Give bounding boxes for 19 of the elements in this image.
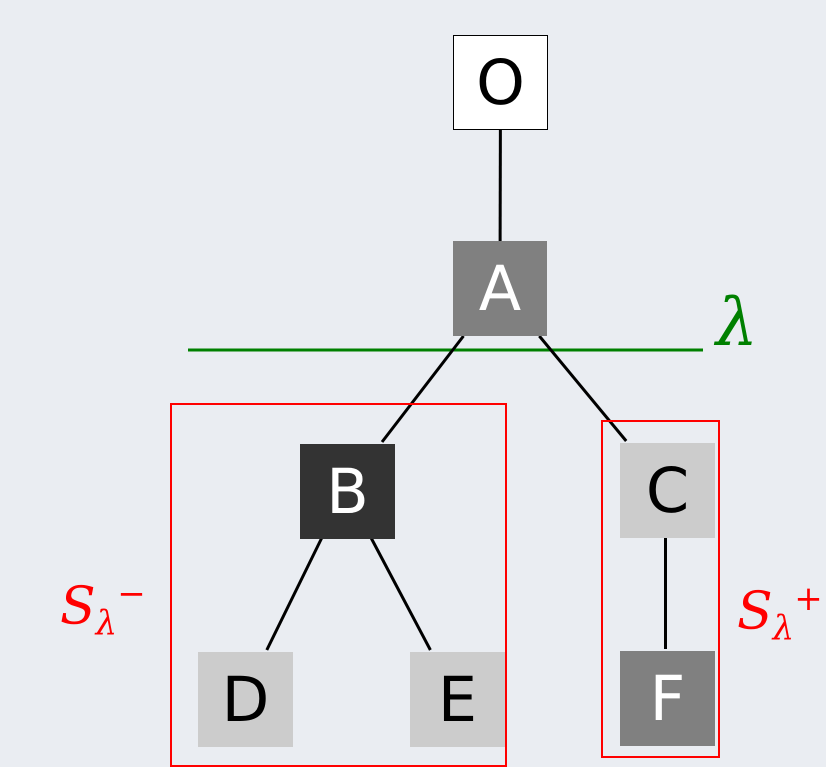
tree-node [453, 35, 548, 130]
tree-edge [498, 130, 502, 241]
node-label: O [476, 46, 525, 119]
tree-node [410, 652, 505, 747]
tree-edge [380, 335, 465, 443]
node-label: A [478, 252, 522, 325]
node-label: E [438, 663, 478, 736]
tree-node [453, 241, 547, 336]
tree-node [620, 443, 715, 538]
tree-node [198, 652, 293, 747]
node-label: D [222, 663, 270, 736]
node-label: B [326, 455, 369, 528]
node-label: C [646, 454, 690, 527]
node-label: F [650, 662, 686, 735]
tree-node [300, 444, 395, 539]
tree-edge [664, 536, 667, 649]
threshold-label: λ [716, 290, 758, 356]
tree-node [620, 651, 715, 746]
tree-edge [538, 335, 628, 442]
